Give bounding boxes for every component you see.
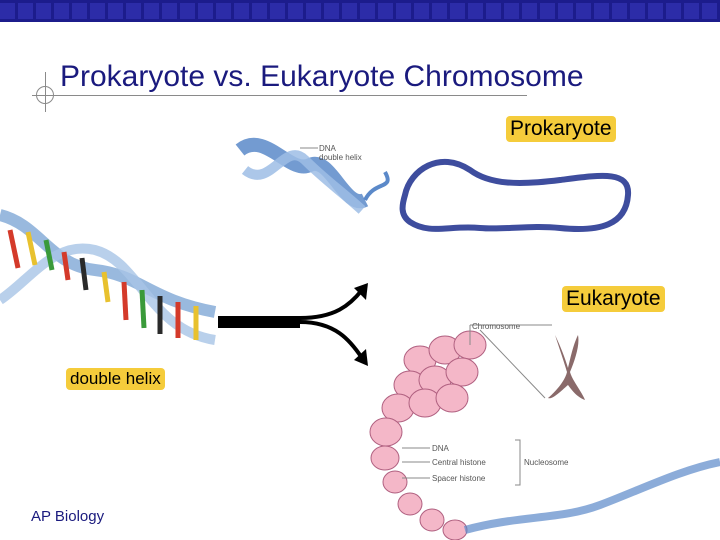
footer-label: AP Biology	[31, 508, 105, 525]
dna-strand-tail	[463, 458, 720, 534]
arrow-head-down-icon	[354, 349, 368, 366]
branch-arrows	[218, 288, 364, 360]
dna-label-line2: double helix	[319, 153, 362, 162]
central-histone-label: Central histone	[432, 458, 486, 467]
chromosome-x	[548, 335, 585, 400]
chromosome-label: Chromosome	[472, 322, 521, 331]
eukaryote-label: Eukaryote	[562, 286, 665, 312]
arrow-head-up-icon	[354, 283, 368, 300]
dna-double-helix-inset	[235, 137, 390, 214]
nucleosome-label: Nucleosome	[524, 458, 569, 467]
spacer-histone-label: Spacer histone	[432, 474, 486, 483]
crosshair-icon	[36, 86, 54, 104]
dna-strand-label: DNA	[432, 444, 449, 453]
double-helix-illustration	[0, 209, 217, 345]
nucleosome-stack	[369, 330, 487, 540]
prokaryote-label: Prokaryote	[506, 116, 616, 142]
prokaryote-ring-chromosome	[399, 158, 632, 232]
top-banner	[0, 0, 720, 22]
leader-lines	[402, 324, 552, 486]
title-divider	[32, 95, 527, 96]
dna-label: DNA double helix	[319, 144, 362, 162]
slide-title: Prokaryote vs. Eukaryote Chromosome	[60, 60, 584, 93]
double-helix-label: double helix	[66, 368, 165, 390]
dna-label-line1: DNA	[319, 144, 336, 153]
